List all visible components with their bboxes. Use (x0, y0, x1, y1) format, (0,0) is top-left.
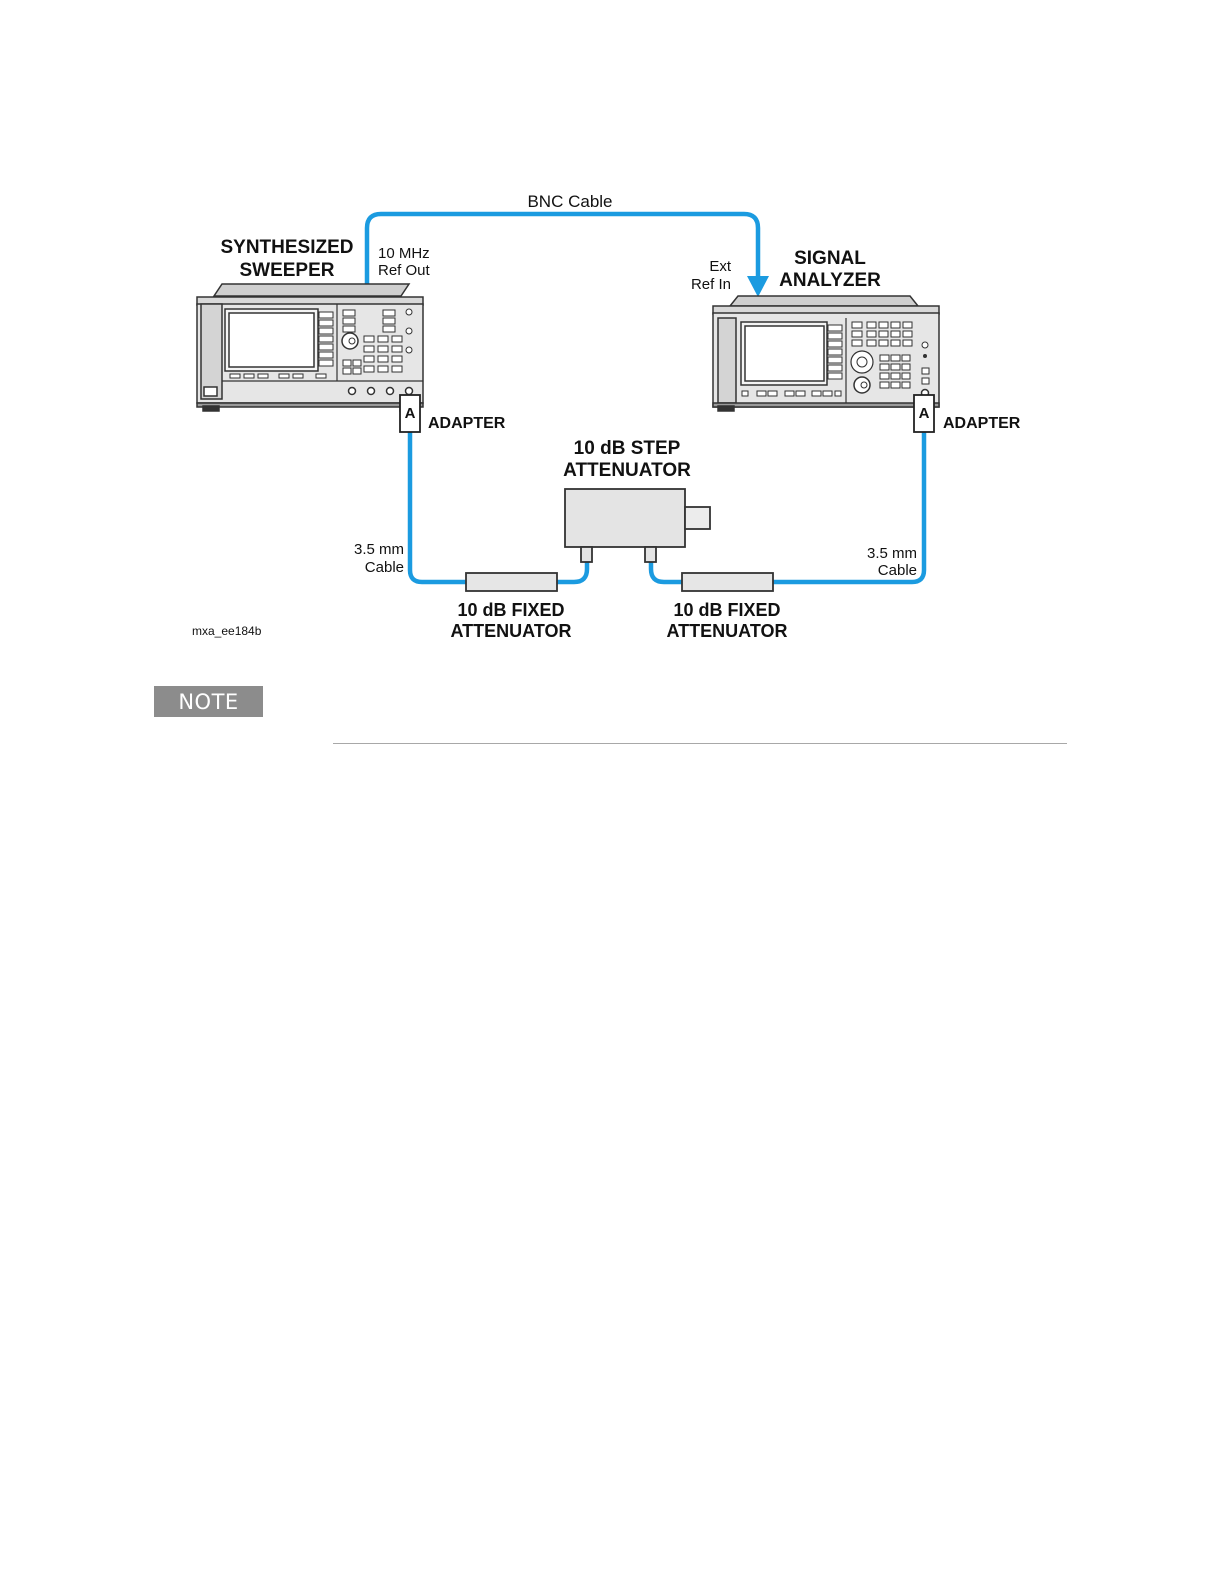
right-fixed-attenuator-label-line2: ATTENUATOR (667, 621, 788, 641)
sweeper-adapter: A (400, 395, 420, 432)
step-attenuator-label-line1: 10 dB STEP (574, 438, 681, 459)
right-fixed-attenuator-label-line1: 10 dB FIXED (673, 600, 780, 620)
ref-in-label-line2: Ref In (691, 276, 731, 293)
note-divider (333, 743, 1067, 744)
note-label: NOTE (178, 690, 238, 714)
right-cable-label-line1: 3.5 mm (867, 545, 917, 562)
ref-out-label-line1: 10 MHz (378, 245, 430, 262)
signal-analyzer (713, 296, 939, 411)
step-attenuator (565, 489, 710, 562)
ref-out-label-line2: Ref Out (378, 262, 431, 279)
left-3.5mm-cable (410, 432, 466, 582)
left-fixed-attenuator-label-line1: 10 dB FIXED (457, 600, 564, 620)
step-to-right-fixed-cable (651, 562, 682, 582)
analyzer-title-line2: ANALYZER (779, 270, 881, 291)
figure-id: mxa_ee184b (192, 624, 262, 638)
synthesized-sweeper (197, 284, 423, 411)
sweeper-title-line2: SWEEPER (239, 260, 334, 281)
right-fixed-attenuator (682, 573, 773, 591)
analyzer-adapter: A (914, 395, 934, 432)
bnc-arrowhead (747, 276, 769, 297)
left-cable-label-line1: 3.5 mm (354, 541, 404, 558)
step-to-left-fixed-cable (557, 562, 587, 582)
right-cable-label-line2: Cable (878, 562, 917, 579)
bnc-cable-label: BNC Cable (527, 192, 612, 211)
analyzer-title-line1: SIGNAL (794, 248, 866, 269)
analyzer-adapter-mark: A (919, 405, 930, 422)
step-attenuator-label-line2: ATTENUATOR (563, 460, 691, 481)
sweeper-title-line1: SYNTHESIZED (220, 237, 353, 258)
left-fixed-attenuator-label-line2: ATTENUATOR (451, 621, 572, 641)
sweeper-adapter-label: ADAPTER (428, 415, 506, 432)
left-fixed-attenuator (466, 573, 557, 591)
left-cable-label-line2: Cable (365, 559, 404, 576)
sweeper-adapter-mark: A (405, 405, 416, 422)
connection-diagram: A A BNC Cable SYNTHESIZED SWEEPER 10 MHz… (0, 0, 1224, 760)
note-badge: NOTE (154, 686, 263, 717)
ref-in-label-line1: Ext (709, 258, 732, 275)
analyzer-adapter-label: ADAPTER (943, 415, 1021, 432)
